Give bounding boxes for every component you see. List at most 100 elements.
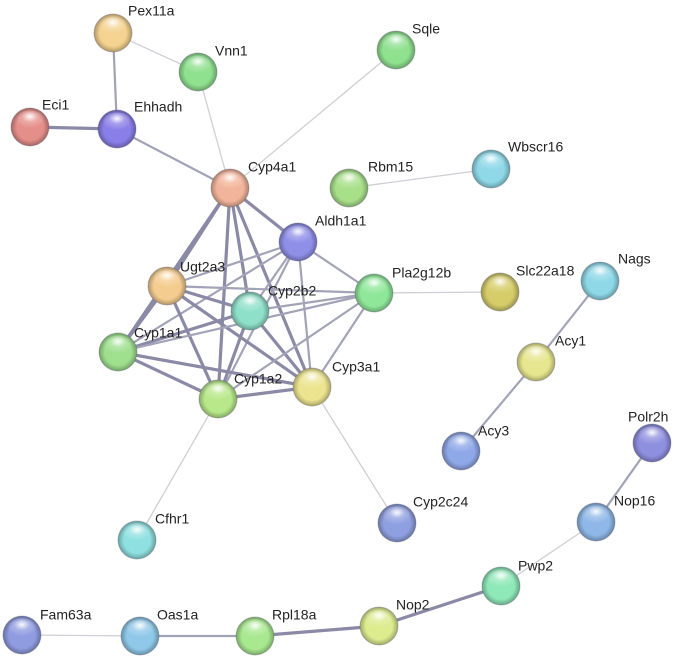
node-highlight — [487, 569, 515, 589]
node-rim — [441, 431, 481, 471]
node-label-polr2h: Polr2h — [628, 409, 668, 425]
node-pla2g12b[interactable]: Pla2g12b — [354, 265, 451, 313]
node-vnn1[interactable]: Vnn1 — [178, 43, 248, 92]
node-label-cyp1a1: Cyp1a1 — [134, 325, 182, 341]
node-rbm15[interactable]: Rbm15 — [329, 159, 413, 208]
node-label-cyp3a1: Cyp3a1 — [332, 359, 380, 375]
node-rpl18a[interactable]: Rpl18a — [235, 607, 317, 656]
node-highlight — [586, 264, 614, 284]
node-label-acy3: Acy3 — [478, 423, 509, 439]
node-cyp1a1[interactable]: Cyp1a1 — [98, 325, 182, 372]
edge-cyp4a1-cyp2b2 — [228, 186, 252, 313]
node-aldh1a1[interactable]: Aldh1a1 — [278, 213, 367, 262]
node-cyp1a2[interactable]: Cyp1a2 — [198, 371, 282, 419]
edge-aldh1a1-cyp3a1 — [296, 240, 314, 389]
node-highlight — [638, 426, 666, 446]
node-label-ugt2a3: Ugt2a3 — [180, 259, 225, 275]
edge-pla2g12b-slc22a18 — [373, 291, 501, 294]
node-rim — [198, 379, 238, 419]
node-slc22a18[interactable]: Slc22a18 — [480, 263, 575, 312]
edge-vnn1-cyp4a1 — [197, 71, 231, 189]
node-label-cyp2c24: Cyp2c24 — [413, 494, 468, 510]
edge-cyp4a1-cyp3a1 — [228, 186, 314, 389]
node-nop2[interactable]: Nop2 — [359, 597, 430, 646]
node-acy3[interactable]: Acy3 — [441, 423, 509, 471]
node-label-slc22a18: Slc22a18 — [516, 263, 575, 279]
edge-cyp1a2-cfhr1 — [136, 398, 219, 541]
edge-cyp4a1-cyp1a2 — [216, 186, 232, 401]
node-label-rbm15: Rbm15 — [368, 159, 413, 175]
node-cyp2b2[interactable]: Cyp2b2 — [230, 283, 316, 331]
node-label-nop16: Nop16 — [614, 493, 655, 509]
edge-ugt2a3-cyp1a2 — [165, 284, 220, 401]
edge-acy1-acy3 — [459, 360, 538, 453]
node-rim — [97, 109, 137, 149]
node-cyp2c24[interactable]: Cyp2c24 — [377, 494, 468, 543]
edge-ehhadh-cyp4a1 — [115, 127, 232, 190]
node-oas1a[interactable]: Oas1a — [120, 607, 198, 656]
node-rim — [376, 30, 416, 70]
node-highlight — [104, 335, 132, 355]
node-rim — [93, 13, 133, 53]
node-ehhadh[interactable]: Ehhadh — [97, 99, 182, 149]
node-highlight — [184, 55, 212, 75]
node-rim — [480, 272, 520, 312]
node-label-ehhadh: Ehhadh — [134, 99, 182, 115]
node-cfhr1[interactable]: Cfhr1 — [117, 511, 189, 560]
node-sqle[interactable]: Sqle — [376, 21, 440, 70]
node-nags[interactable]: Nags — [580, 251, 651, 301]
edge-sqle-cyp4a1 — [229, 49, 397, 189]
node-rim — [576, 502, 616, 542]
node-rim — [632, 423, 672, 463]
node-pex11a[interactable]: Pex11a — [93, 3, 175, 53]
node-label-eci1: Eci1 — [42, 97, 69, 113]
node-label-cfhr1: Cfhr1 — [155, 511, 189, 527]
node-highlight — [284, 225, 312, 245]
edge-rbm15-wbscr16 — [348, 168, 492, 189]
node-rim — [147, 266, 187, 306]
node-label-aldh1a1: Aldh1a1 — [315, 213, 367, 229]
node-rim — [117, 520, 157, 560]
node-highlight — [123, 523, 151, 543]
edge-cyp2b2-cyp1a1 — [116, 309, 252, 354]
node-rim — [516, 342, 556, 382]
node-rim — [2, 615, 42, 655]
node-highlight — [360, 276, 388, 296]
node-wbscr16[interactable]: Wbscr16 — [471, 139, 563, 189]
node-fam63a[interactable]: Fam63a — [2, 607, 92, 655]
node-highlight — [447, 434, 475, 454]
node-rim — [210, 168, 250, 208]
node-highlight — [382, 33, 410, 53]
edge-ugt2a3-pla2g12b — [165, 284, 376, 295]
node-rim — [377, 503, 417, 543]
node-label-oas1a: Oas1a — [157, 607, 198, 623]
node-rim — [471, 149, 511, 189]
node-nop16[interactable]: Nop16 — [576, 493, 655, 542]
node-highlight — [153, 269, 181, 289]
node-pwp2[interactable]: Pwp2 — [481, 558, 553, 606]
node-label-acy1: Acy1 — [555, 333, 586, 349]
edge-pwp2-nop2 — [377, 584, 503, 628]
node-ugt2a3[interactable]: Ugt2a3 — [147, 259, 225, 306]
node-polr2h[interactable]: Polr2h — [628, 409, 672, 463]
node-cyp3a1[interactable]: Cyp3a1 — [292, 359, 380, 407]
node-highlight — [486, 275, 514, 295]
node-highlight — [126, 619, 154, 639]
node-rim — [292, 367, 332, 407]
node-label-nags: Nags — [618, 251, 651, 267]
node-acy1[interactable]: Acy1 — [516, 333, 586, 382]
edge-nop16-pwp2 — [500, 521, 597, 587]
node-label-fam63a: Fam63a — [40, 607, 92, 623]
node-cyp4a1[interactable]: Cyp4a1 — [210, 159, 296, 208]
node-rim — [235, 616, 275, 656]
edge-cyp3a1-cyp2c24 — [311, 386, 398, 524]
node-eci1[interactable]: Eci1 — [10, 97, 69, 147]
node-label-pwp2: Pwp2 — [518, 558, 553, 574]
edge-cyp1a1-cyp3a1 — [116, 350, 314, 389]
node-rim — [278, 222, 318, 262]
node-highlight — [335, 171, 363, 191]
edge-cyp2b2-pla2g12b — [248, 291, 376, 313]
node-highlight — [241, 619, 269, 639]
